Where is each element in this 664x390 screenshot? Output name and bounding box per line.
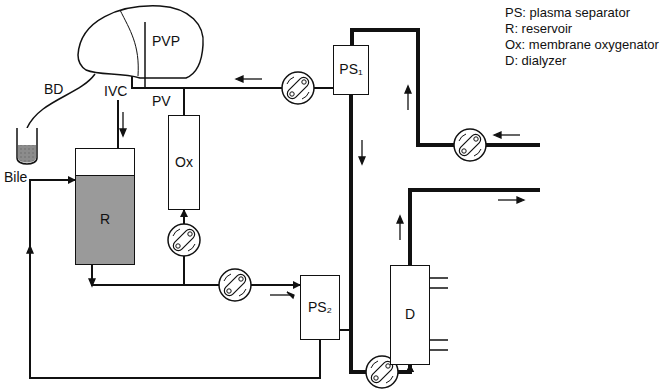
roller-pump bbox=[168, 224, 200, 256]
oxygenator-box: Ox bbox=[168, 115, 200, 210]
legend-text: D: dialyzer bbox=[505, 53, 566, 68]
bd-line bbox=[27, 74, 95, 128]
pvp-line bbox=[144, 22, 146, 88]
vessel-label: PVP bbox=[152, 34, 180, 49]
roller-pump bbox=[454, 129, 486, 161]
node-label: D bbox=[405, 307, 415, 322]
legend-entry: D: dialyzer bbox=[505, 54, 566, 69]
node-label: PS₁ bbox=[339, 62, 362, 77]
bile-tube bbox=[17, 128, 37, 164]
liver-fissure bbox=[120, 10, 138, 76]
flow-arrows bbox=[27, 76, 524, 298]
reservoir-box: R bbox=[75, 148, 135, 265]
ivc-line bbox=[117, 100, 119, 148]
legend-entry: PS: plasma separator bbox=[505, 6, 630, 21]
bile-liquid bbox=[18, 145, 36, 163]
vessel-label: IVC bbox=[104, 84, 127, 99]
node-label: PS₂ bbox=[308, 300, 332, 315]
node-label: Ox bbox=[175, 155, 193, 170]
legend-entry: Ox: membrane oxygenator bbox=[505, 38, 659, 53]
ox-pv-line bbox=[183, 88, 185, 115]
vessel-label: Bile bbox=[4, 170, 27, 185]
legend-entry: R: reservoir bbox=[505, 22, 572, 37]
roller-pump bbox=[282, 72, 314, 104]
roller-pump bbox=[219, 269, 251, 301]
dialysate-ports bbox=[430, 278, 448, 350]
blood-outlet bbox=[410, 190, 540, 265]
legend-text: R: reservoir bbox=[505, 21, 572, 36]
flow-line bbox=[92, 265, 300, 285]
vessel-label: BD bbox=[44, 82, 63, 97]
legend-text: PS: plasma separator bbox=[505, 5, 630, 20]
dialyzer-box: D bbox=[390, 265, 430, 365]
liver bbox=[78, 6, 203, 78]
separator-box: PS₁ bbox=[333, 45, 369, 95]
vessel-label: PV bbox=[152, 94, 171, 109]
node-label: R bbox=[100, 212, 110, 227]
separator-box: PS₂ bbox=[300, 275, 340, 340]
legend-text: Ox: membrane oxygenator bbox=[505, 37, 659, 52]
